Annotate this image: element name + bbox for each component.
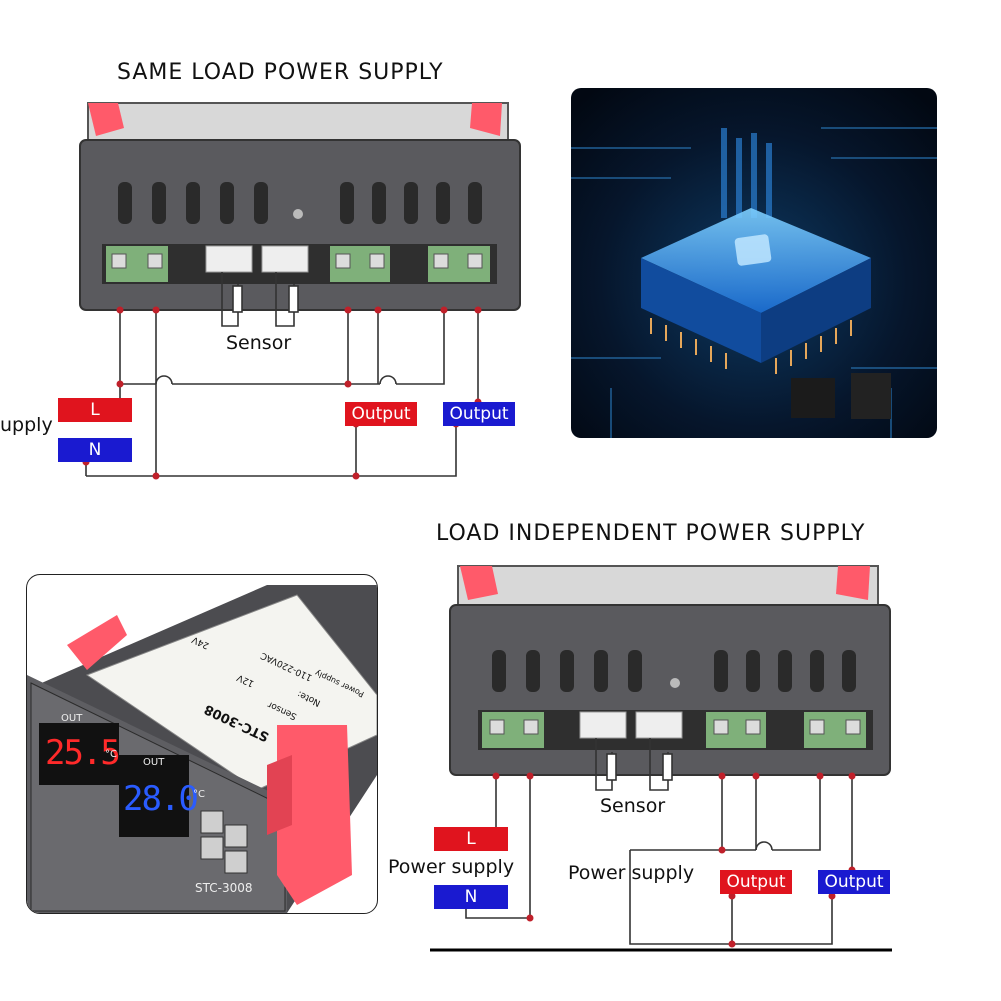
top-n-tag: N [58, 438, 132, 462]
circuit-chip-image [571, 88, 937, 438]
product-display-2: 28.0 [123, 779, 199, 819]
top-sensor-label: Sensor [226, 332, 292, 354]
bottom-output1-tag: Output [720, 870, 792, 894]
top-l-tag: L [58, 398, 132, 422]
product-photo-panel: STC-3008 Note: 110-220VAC 12V 24V Sensor… [26, 574, 378, 914]
top-output1-tag: Output [345, 402, 417, 426]
product-model-front: STC-3008 [195, 881, 253, 895]
product-unit-1: °C [105, 749, 117, 760]
top-supply-label: upply [0, 414, 53, 436]
bottom-sensor-label: Sensor [600, 795, 666, 817]
bottom-supply-label-left: Power supply [388, 856, 515, 878]
product-unit-2: °C [193, 789, 205, 800]
product-out-label-1: OUT [61, 713, 83, 724]
load-independent-title: LOAD INDEPENDENT POWER SUPPLY [436, 521, 866, 546]
product-display-1: 25.5 [45, 733, 121, 773]
same-load-title: SAME LOAD POWER SUPPLY [117, 60, 444, 85]
bottom-l-tag: L [434, 827, 508, 851]
bottom-n-tag: N [434, 885, 508, 909]
product-out-label-2: OUT [143, 757, 165, 768]
bottom-supply-label-right: Power supply [568, 862, 695, 884]
bottom-output2-tag: Output [818, 870, 890, 894]
top-output2-tag: Output [443, 402, 515, 426]
